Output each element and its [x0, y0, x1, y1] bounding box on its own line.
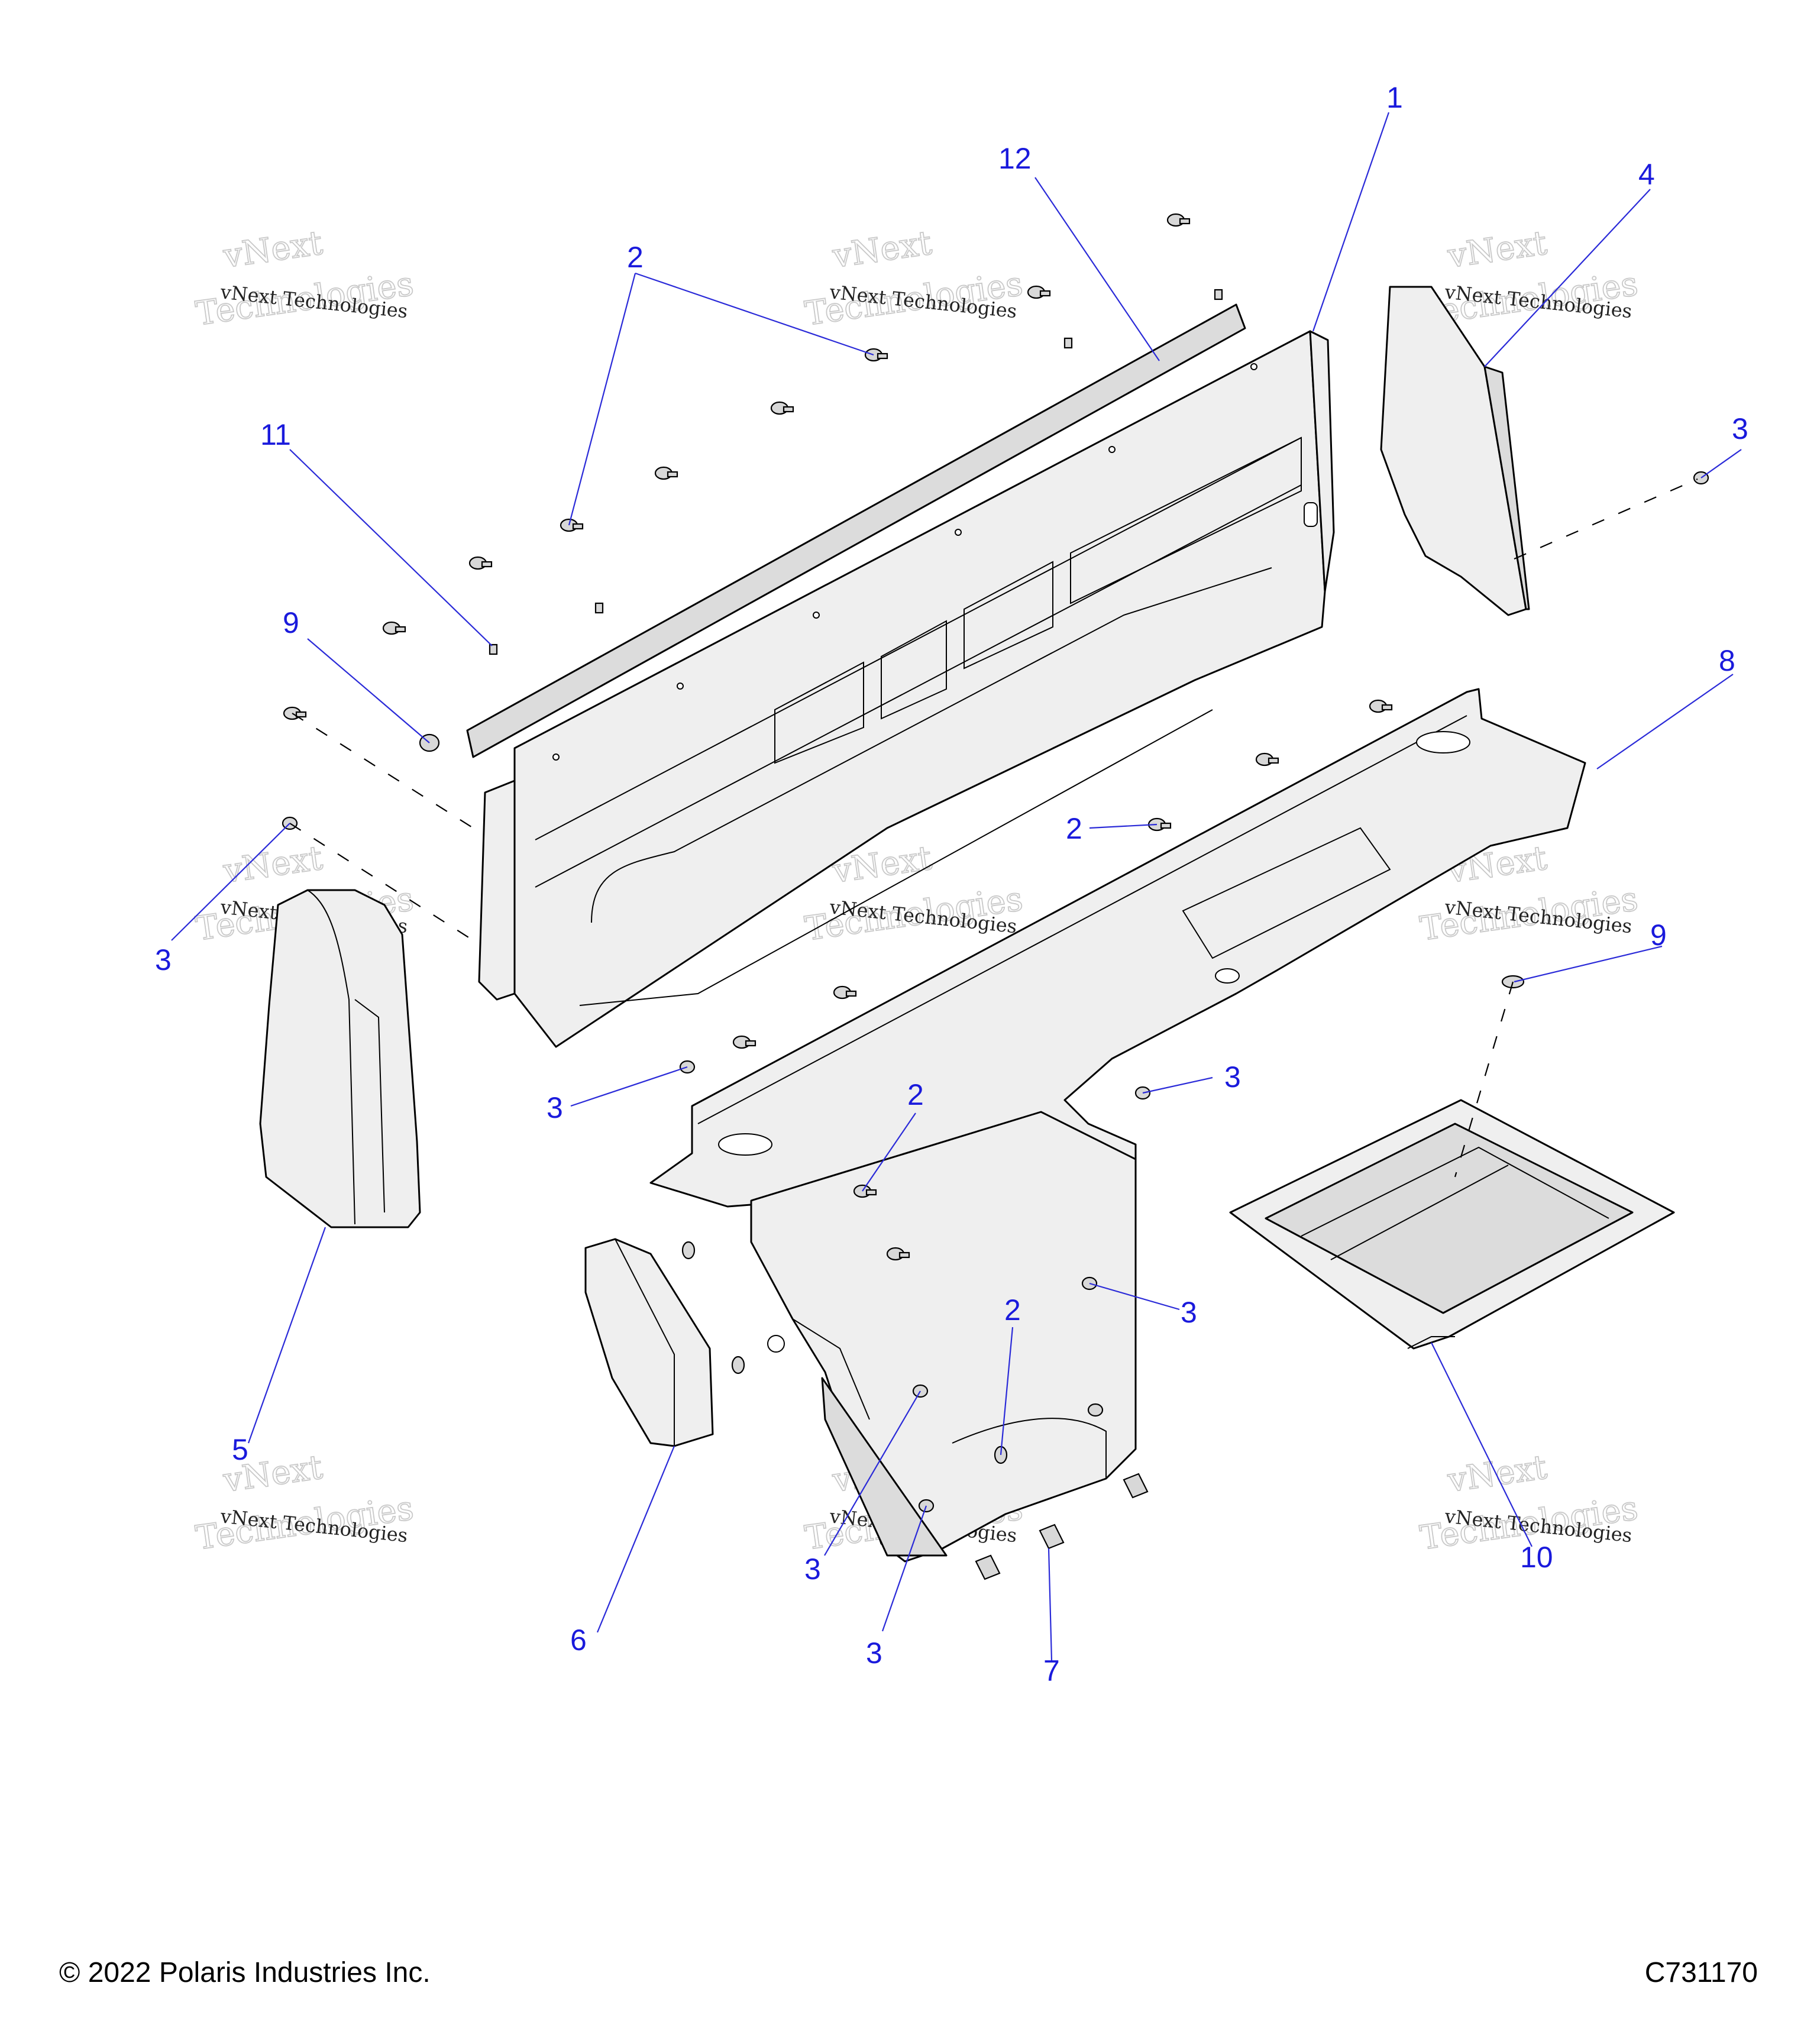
callout-3: 3: [1181, 1296, 1197, 1329]
callout-12: 12: [998, 142, 1032, 175]
clip-nut: [975, 1554, 1001, 1580]
callout-2: 2: [907, 1078, 924, 1111]
right-side-panel-part: [1380, 286, 1530, 616]
callout-8: 8: [1719, 644, 1735, 677]
clip-nut: [1123, 1473, 1149, 1499]
callout-7: 7: [1043, 1654, 1060, 1687]
callouts: 1 12 4 2 11 3 9 8 2 3 9 3 2 3 2 3 5 10 3…: [155, 81, 1748, 1687]
callout-5: 5: [232, 1433, 248, 1466]
callout-9: 9: [1650, 918, 1667, 952]
bolt: [1166, 213, 1191, 227]
rear-wall-panel-part: [478, 330, 1335, 1048]
assembly-lines: [289, 478, 1698, 1178]
callout-1: 1: [1386, 81, 1403, 114]
watermark-big-line1: vNext: [830, 224, 935, 276]
push-rivet: [1087, 1403, 1104, 1417]
callout-3: 3: [1224, 1060, 1241, 1094]
callout-3: 3: [547, 1091, 563, 1124]
bolt: [886, 1247, 910, 1261]
leader-lines: [171, 112, 1742, 1661]
bolt: [1255, 752, 1279, 767]
watermark: vNext Technologies vNext Technologies: [802, 223, 1026, 334]
callout-4: 4: [1638, 158, 1655, 191]
callout-3: 3: [804, 1553, 821, 1586]
insert-nut: [489, 643, 498, 655]
left-side-panel-part: [259, 889, 421, 1228]
bolt: [1369, 699, 1393, 713]
watermark-big-line1: vNext: [1445, 224, 1550, 276]
watermark-big-line1: vNext: [1445, 1448, 1550, 1500]
callout-11: 11: [260, 418, 291, 451]
storage-bin-part: [750, 1111, 1137, 1563]
watermark-big-line1: vNext: [221, 839, 325, 891]
insert-nut: [1063, 337, 1073, 349]
clip-nut: [1039, 1524, 1065, 1550]
clip: [731, 1356, 745, 1374]
callout-6: 6: [570, 1623, 587, 1657]
watermark: vNext Technologies vNext Technologies: [193, 223, 416, 334]
copyright-notice: © 2022 Polaris Industries Inc.: [59, 1957, 431, 1988]
seal-strip-part: [466, 303, 1246, 758]
callout-3: 3: [1732, 412, 1748, 445]
clip: [681, 1241, 696, 1260]
bolt: [833, 985, 857, 1000]
insert-nut: [594, 602, 604, 614]
callout-3: 3: [866, 1637, 882, 1670]
pad-block-part: [584, 1238, 714, 1447]
bolt: [1027, 285, 1051, 299]
bolt: [864, 348, 888, 362]
watermark-big-line1: vNext: [221, 224, 325, 276]
bolt: [770, 401, 794, 415]
callout-2: 2: [1004, 1293, 1021, 1327]
storage-tray-part: [1229, 1099, 1675, 1350]
bolt: [560, 518, 584, 532]
bolt: [732, 1035, 756, 1049]
bolt: [382, 621, 406, 635]
callout-2: 2: [1066, 812, 1082, 845]
watermark: vNext Technologies vNext Technologies: [193, 1447, 416, 1558]
drawing-id: C731170: [1644, 1957, 1758, 1988]
insert-nut: [1214, 289, 1223, 300]
bolt: [654, 466, 678, 480]
bolt: [468, 556, 493, 570]
callout-10: 10: [1520, 1541, 1553, 1574]
bed-floor-part: [649, 688, 1586, 1220]
bolt: [283, 706, 307, 720]
callout-9: 9: [283, 606, 299, 639]
callout-3: 3: [155, 943, 172, 976]
callout-2: 2: [627, 241, 644, 274]
